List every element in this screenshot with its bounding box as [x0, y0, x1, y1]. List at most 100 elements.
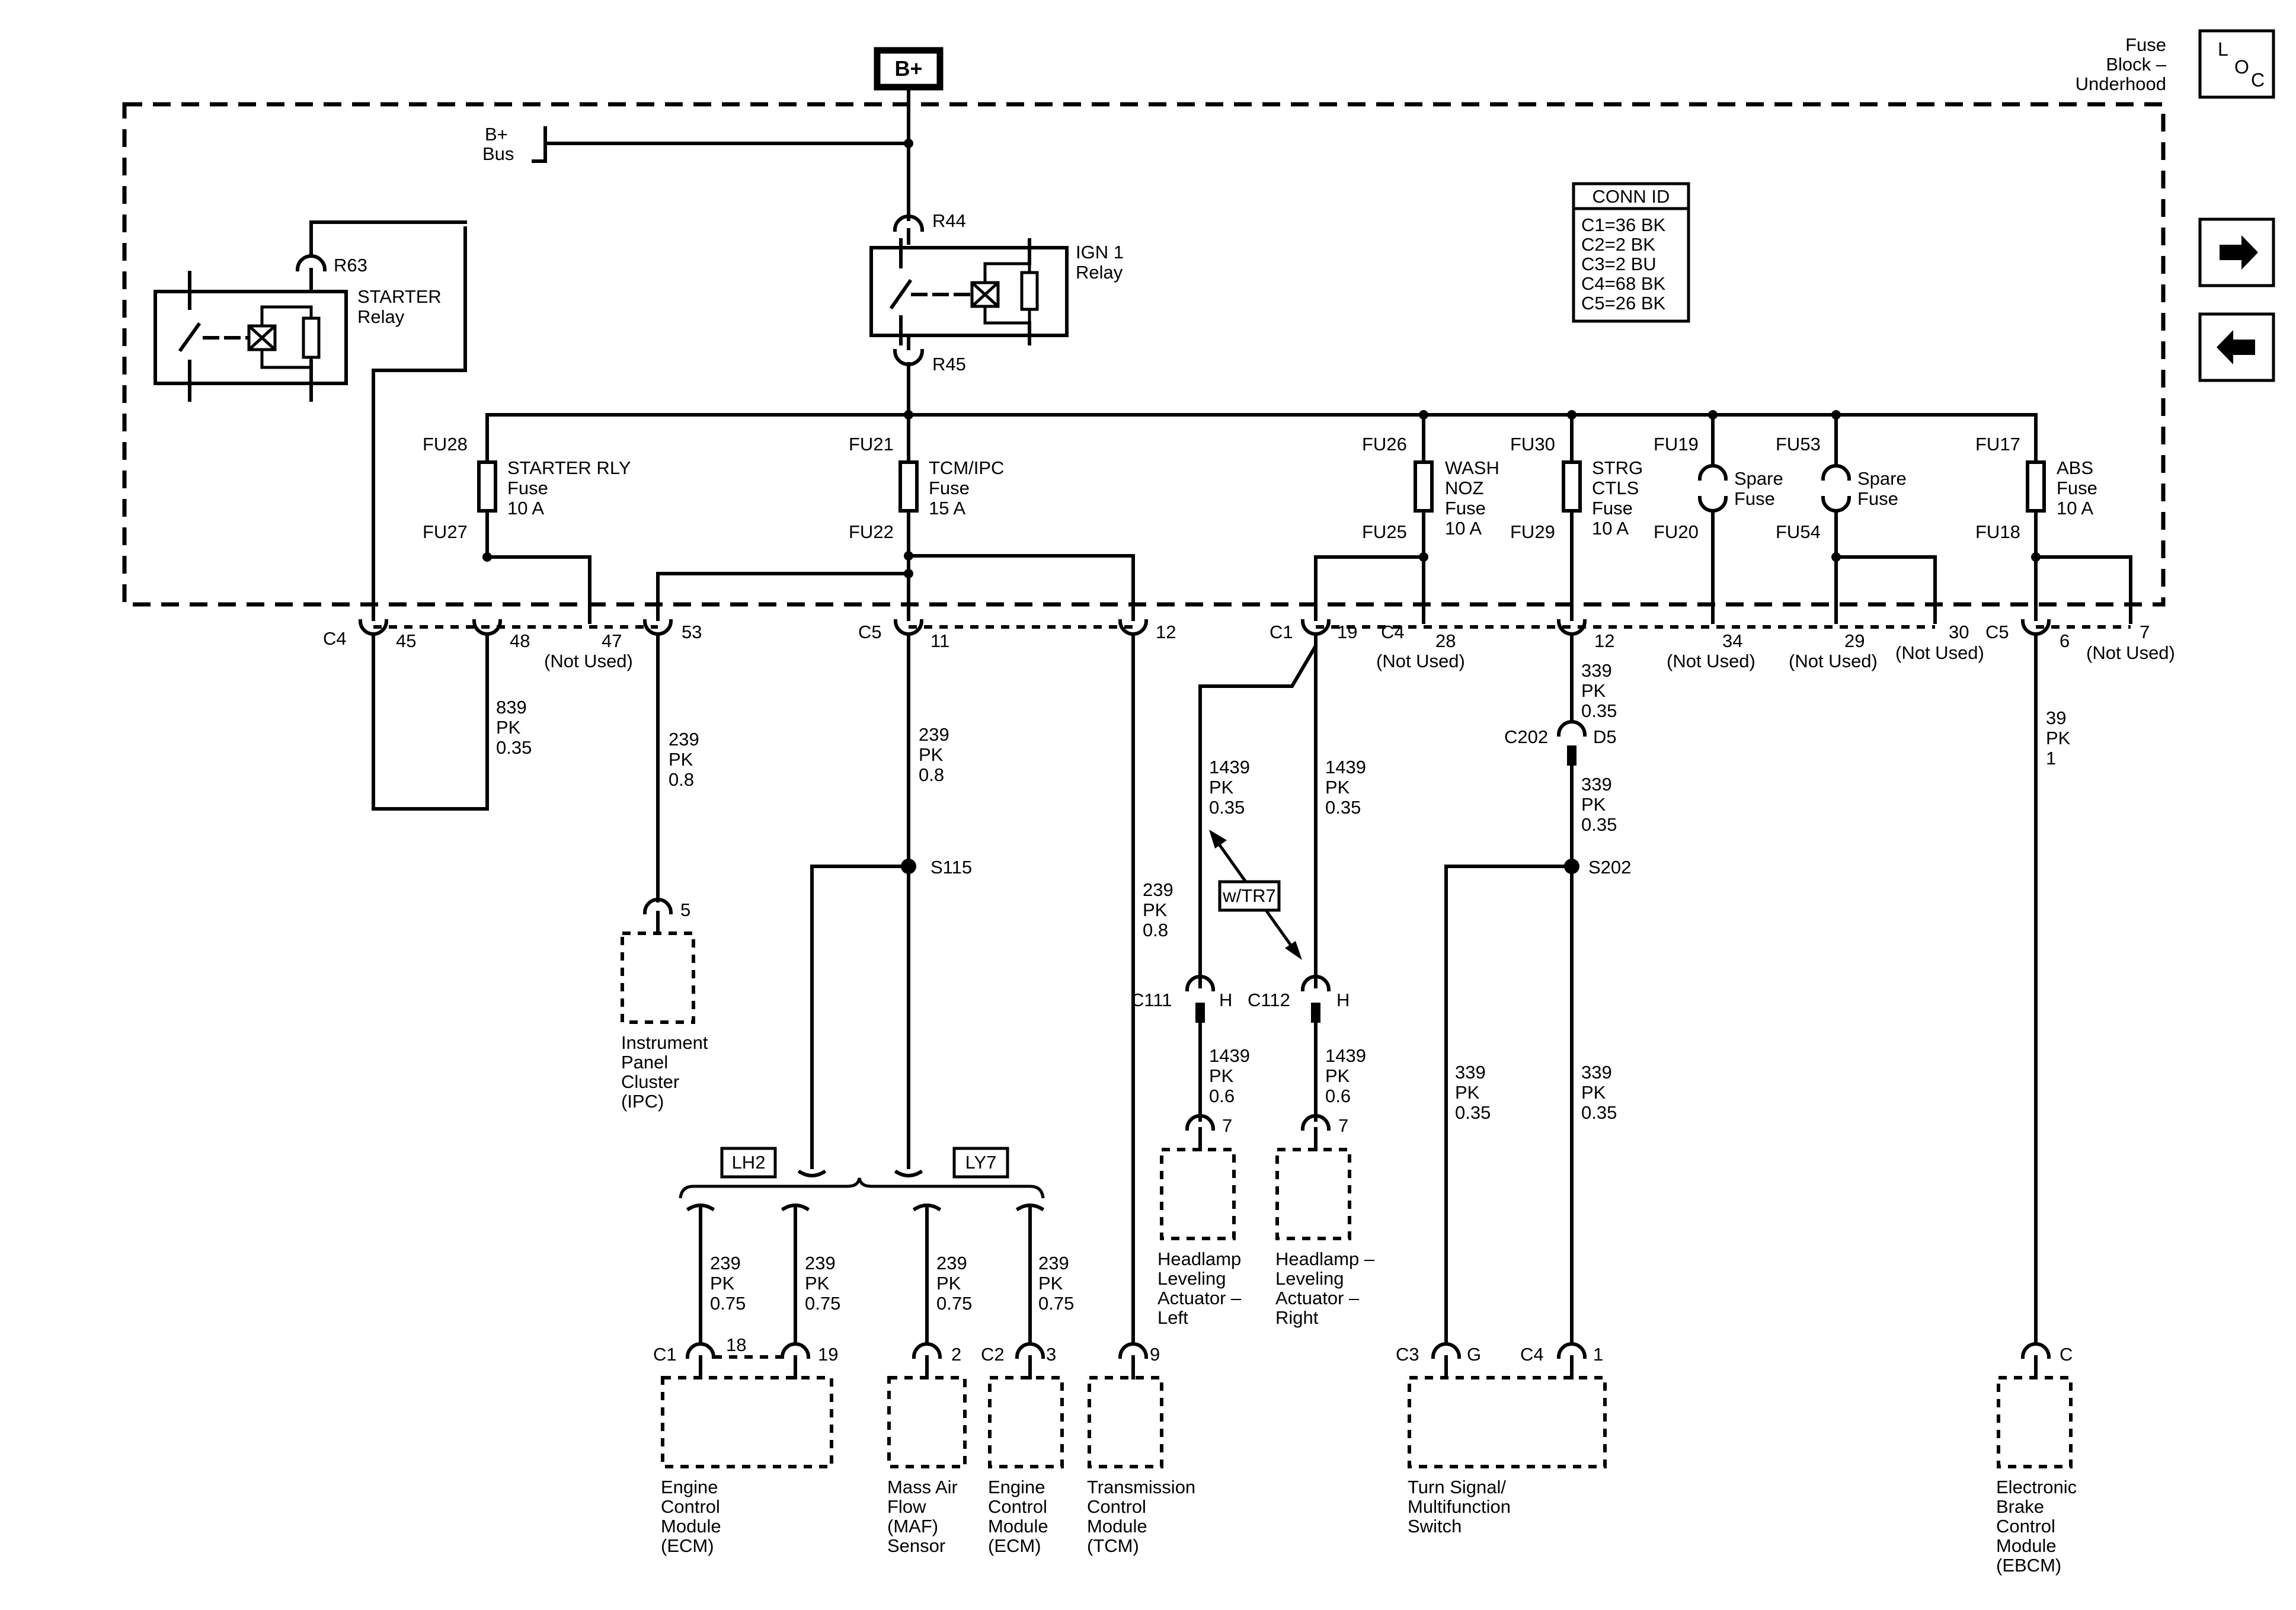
svg-text:FU18: FU18	[1975, 521, 2020, 542]
svg-text:C4: C4	[1520, 1344, 1544, 1365]
svg-text:C1: C1	[653, 1344, 677, 1365]
svg-text:(EBCM): (EBCM)	[1996, 1555, 2061, 1576]
svg-text:CONN ID: CONN ID	[1593, 186, 1670, 207]
svg-text:Module: Module	[988, 1516, 1048, 1537]
ign1-relay: R44 IGN 1 Relay R45	[869, 210, 1124, 375]
svg-text:FU20: FU20	[1654, 521, 1699, 542]
svg-text:Mass Air: Mass Air	[887, 1477, 958, 1497]
svg-text:(Not Used): (Not Used)	[2086, 642, 2175, 663]
svg-text:339: 339	[1581, 1062, 1612, 1083]
svg-text:0.6: 0.6	[1209, 1086, 1235, 1106]
svg-text:6: 6	[2060, 630, 2070, 651]
svg-text:Fuse: Fuse	[1445, 498, 1486, 518]
svg-text:10 A: 10 A	[507, 498, 544, 518]
svg-text:Fuse: Fuse	[1592, 498, 1633, 518]
loc-icon[interactable]: L O C	[2198, 29, 2275, 99]
svg-text:Fuse: Fuse	[507, 478, 548, 498]
svg-text:Switch: Switch	[1408, 1516, 1462, 1537]
svg-text:Brake: Brake	[1996, 1496, 2044, 1517]
svg-text:TCM/IPC: TCM/IPC	[929, 457, 1004, 478]
svg-text:Leveling: Leveling	[1275, 1268, 1344, 1289]
svg-text:0.75: 0.75	[710, 1293, 746, 1314]
svg-text:Module: Module	[1996, 1535, 2057, 1556]
svg-text:(TCM): (TCM)	[1087, 1535, 1139, 1556]
svg-text:ABS: ABS	[2057, 457, 2093, 478]
tcm-box	[1088, 1376, 1163, 1468]
svg-text:Relay: Relay	[357, 306, 405, 327]
svg-text:LY7: LY7	[965, 1152, 997, 1173]
fuse-strg-ctls: FU30 FU29 STRG CTLS Fuse 10 A	[1510, 413, 1643, 621]
svg-text:0.35: 0.35	[1455, 1102, 1491, 1123]
svg-text:12: 12	[1594, 630, 1614, 651]
svg-text:PK: PK	[669, 749, 693, 770]
svg-text:239: 239	[669, 729, 699, 750]
svg-text:FU27: FU27	[423, 521, 468, 542]
svg-text:C4: C4	[323, 628, 347, 649]
svg-text:L: L	[2218, 39, 2228, 60]
svg-text:839: 839	[496, 697, 527, 718]
svg-text:Actuator –: Actuator –	[1157, 1288, 1242, 1308]
svg-text:Spare: Spare	[1857, 468, 1907, 489]
connector-row: C4 45 48 47 (Not Used) 53 C5 11 12 C1 19…	[323, 603, 2175, 671]
svg-text:Fuse: Fuse	[1734, 488, 1775, 509]
svg-text:Fuse: Fuse	[2057, 478, 2097, 498]
svg-text:FU26: FU26	[1362, 434, 1407, 454]
svg-text:NOZ: NOZ	[1445, 478, 1483, 498]
option-ly7	[952, 1147, 1009, 1179]
svg-text:11: 11	[930, 630, 949, 651]
svg-text:1: 1	[1593, 1344, 1603, 1365]
next-page-arrow-icon[interactable]	[2198, 217, 2275, 287]
svg-text:19: 19	[818, 1344, 838, 1365]
ebcm-box	[1997, 1376, 2073, 1468]
headlamp-actuator-left-box	[1160, 1148, 1236, 1240]
svg-text:1439: 1439	[1325, 757, 1366, 777]
svg-text:0.35: 0.35	[1581, 1102, 1617, 1123]
svg-text:(Not Used): (Not Used)	[1789, 651, 1878, 671]
svg-text:C2: C2	[981, 1344, 1005, 1365]
svg-text:PK: PK	[1581, 680, 1606, 701]
headlamp-actuator-right-box	[1275, 1148, 1351, 1240]
previous-page-arrow-icon[interactable]	[2198, 312, 2275, 382]
svg-text:30: 30	[1949, 622, 1969, 642]
svg-text:Right: Right	[1275, 1307, 1319, 1328]
svg-text:0.35: 0.35	[1209, 797, 1245, 818]
svg-text:239: 239	[710, 1253, 741, 1273]
svg-text:339: 339	[1455, 1062, 1486, 1083]
svg-text:PK: PK	[496, 717, 521, 738]
fuse-starter-rly: FU28 FU27 STARTER RLY Fuse 10 A	[423, 413, 631, 559]
svg-text:Control: Control	[988, 1496, 1047, 1517]
svg-text:Multifunction: Multifunction	[1408, 1496, 1511, 1517]
svg-text:D5: D5	[1593, 726, 1617, 747]
svg-text:S202: S202	[1588, 857, 1631, 878]
svg-text:Engine: Engine	[988, 1477, 1045, 1497]
svg-text:Fuse: Fuse	[1857, 488, 1898, 509]
svg-text:(MAF): (MAF)	[887, 1516, 938, 1537]
starter-relay: R63 STARTER Relay	[154, 220, 467, 606]
svg-text:0.8: 0.8	[1143, 920, 1168, 940]
svg-text:C5: C5	[858, 622, 882, 642]
svg-text:C2=2 BK: C2=2 BK	[1581, 234, 1655, 255]
svg-text:C: C	[2251, 69, 2265, 91]
svg-text:FU25: FU25	[1362, 521, 1407, 542]
svg-text:47: 47	[602, 630, 622, 651]
svg-text:O: O	[2234, 56, 2249, 78]
svg-text:34: 34	[1722, 630, 1742, 651]
loc-line-3: Underhood	[2076, 73, 2166, 94]
svg-text:1439: 1439	[1325, 1045, 1366, 1066]
svg-text:Control: Control	[1087, 1496, 1146, 1517]
svg-text:10 A: 10 A	[1445, 518, 1482, 539]
svg-text:Transmission: Transmission	[1087, 1477, 1195, 1497]
svg-text:(IPC): (IPC)	[621, 1091, 664, 1112]
svg-text:PK: PK	[710, 1273, 735, 1294]
svg-text:0.6: 0.6	[1325, 1086, 1351, 1106]
fuse-wash-noz: FU26 FU25 WASH NOZ Fuse 10 A	[1362, 413, 1499, 621]
svg-text:C112: C112	[1248, 990, 1290, 1010]
svg-text:15 A: 15 A	[929, 498, 965, 518]
svg-text:Headlamp: Headlamp	[1157, 1249, 1241, 1269]
svg-text:5: 5	[680, 900, 690, 920]
svg-text:7: 7	[1338, 1115, 1348, 1136]
loc-line-2: Block –	[2106, 54, 2166, 75]
svg-text:C1=36 BK: C1=36 BK	[1581, 215, 1666, 235]
svg-text:Actuator –: Actuator –	[1275, 1288, 1360, 1308]
svg-text:C1: C1	[1269, 622, 1293, 642]
